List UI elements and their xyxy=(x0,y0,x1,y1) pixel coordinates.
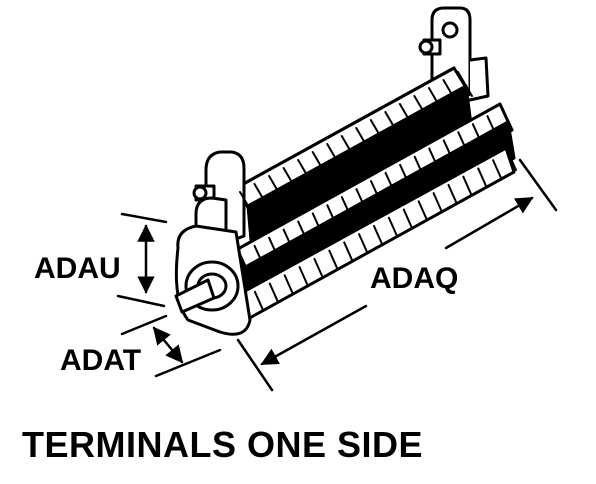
front-lower-tick xyxy=(432,192,443,213)
front-lower-tick xyxy=(253,290,264,311)
terminal-board-illustration xyxy=(174,6,517,336)
front-upper-tick xyxy=(413,155,426,180)
adaq-dimension-line-lower xyxy=(260,304,368,366)
front-lower-tick xyxy=(447,183,458,204)
end-cap-with-stud xyxy=(174,224,252,336)
back-tick xyxy=(369,119,386,145)
front-lower-tick xyxy=(298,266,309,287)
front-lower-tick xyxy=(402,208,413,229)
front-upper-tick xyxy=(355,188,368,213)
front-lower-tick xyxy=(373,225,383,245)
front-upper-tick xyxy=(311,212,324,237)
front-upper-tick xyxy=(399,163,412,188)
back-tick xyxy=(253,183,270,209)
front-upper-tick xyxy=(297,220,310,245)
back-tick xyxy=(268,175,285,201)
front-upper-tick xyxy=(501,107,513,131)
back-tick xyxy=(311,151,328,177)
front-upper-tick xyxy=(471,123,484,148)
adaq-extension-left xyxy=(236,338,274,392)
adau-label: ADAU xyxy=(34,252,121,285)
back-tick xyxy=(427,87,444,113)
back-tick xyxy=(442,79,459,105)
front-lower-tick xyxy=(328,249,339,270)
adat-extension-top xyxy=(120,314,168,336)
adau-extension-bottom xyxy=(116,294,166,308)
front-upper-tick xyxy=(428,147,441,172)
back-tick xyxy=(282,167,299,193)
front-upper-tick xyxy=(253,244,266,269)
back-tick xyxy=(239,191,255,217)
back-tick xyxy=(326,143,343,169)
front-lower-tick xyxy=(507,151,517,171)
front-lower-tick xyxy=(417,200,428,221)
adaq-label: ADAQ xyxy=(370,262,458,295)
front-lower-tick xyxy=(343,241,354,262)
dimension-lines xyxy=(116,158,558,392)
front-upper-tick xyxy=(442,139,455,164)
front-upper-tick xyxy=(486,115,499,140)
front-upper-tick xyxy=(268,236,281,261)
back-tick xyxy=(398,103,415,129)
back-tick xyxy=(340,135,357,161)
front-lower-tick xyxy=(462,175,473,196)
adaq-extension-right xyxy=(518,158,558,212)
front-lower-tick xyxy=(387,216,398,237)
front-lower-tick xyxy=(492,159,503,180)
diagram-caption: TERMINALS ONE SIDE xyxy=(22,424,424,465)
back-tick xyxy=(297,159,314,185)
adat-label: ADAT xyxy=(60,344,141,377)
front-upper-tick xyxy=(340,196,353,221)
adau-extension-top xyxy=(120,212,168,224)
back-tick xyxy=(413,95,430,121)
back-tick xyxy=(355,127,372,153)
front-lower-tick xyxy=(283,274,294,295)
adat-extension-bottom xyxy=(154,348,222,378)
front-lower-tick xyxy=(268,282,279,303)
front-lower-tick xyxy=(313,257,324,278)
back-tick xyxy=(457,71,473,97)
front-upper-tick xyxy=(384,171,397,196)
front-lower-tick xyxy=(477,167,488,188)
adat-dimension-line xyxy=(152,326,184,364)
front-upper-tick xyxy=(282,228,295,253)
front-upper-tick xyxy=(326,204,339,229)
front-lower-tick xyxy=(358,233,369,254)
front-upper-tick xyxy=(239,253,251,277)
terminal-segment-ticks xyxy=(239,71,517,319)
back-tick xyxy=(384,111,401,137)
adaq-dimension-line-upper xyxy=(444,196,534,250)
front-upper-tick xyxy=(370,180,382,204)
front-upper-tick xyxy=(457,131,470,156)
